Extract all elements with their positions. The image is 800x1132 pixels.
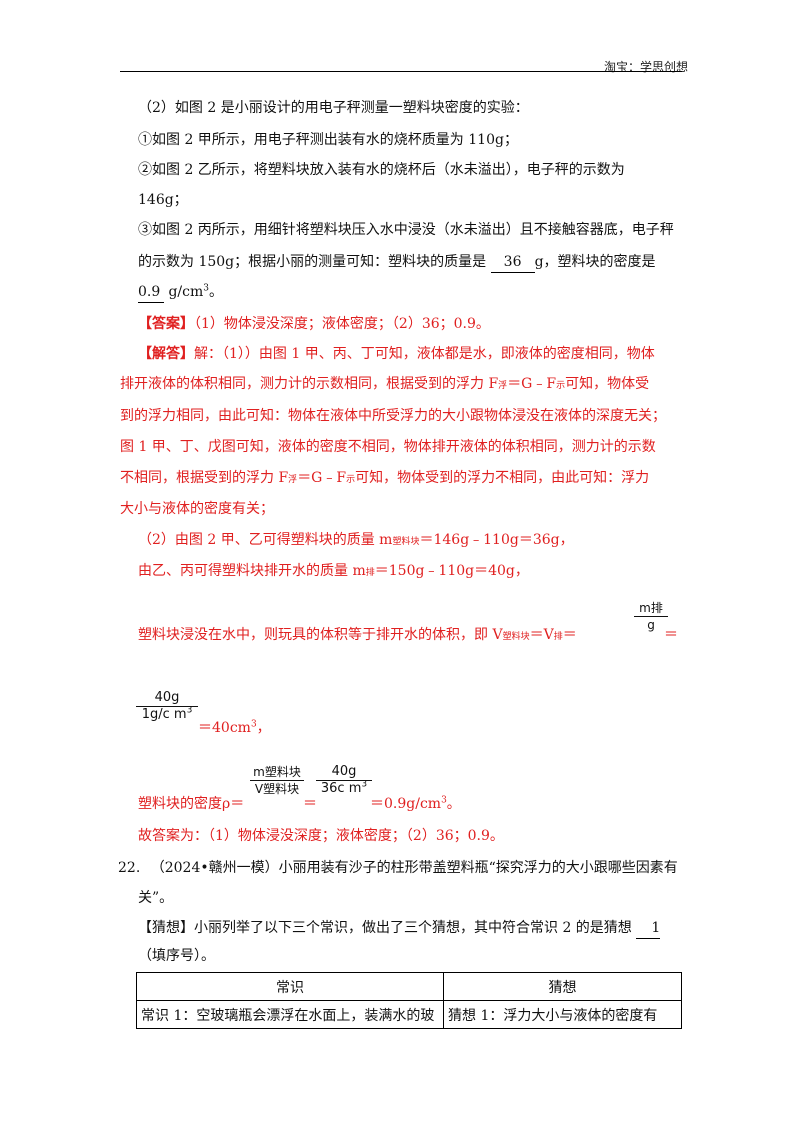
solution-line-1: 【解答】解：（1））由图 1 甲、丙、丁可知，液体都是水，即液体的密度相同，物体 [138, 344, 655, 364]
part2-intro: （2）如图 2 是小丽设计的用电子秤测量一塑料块密度的实验： [138, 100, 529, 116]
eq-sign-1: ＝ [303, 796, 317, 812]
density-exp: 3 [203, 283, 209, 294]
q22-line-1: 22. （2024•赣州一模）小丽用装有沙子的柱形带盖塑料瓶“探究浮力的大小跟哪… [118, 858, 678, 878]
sol-l9b: ＝V [529, 627, 554, 643]
fraction-m-over-v: m塑料块 V塑料块 [250, 764, 304, 797]
table-header-row: 常识 猜想 [136, 972, 682, 1001]
sol-l10-exp: 3 [250, 719, 257, 730]
table-cell: 常识 1：空玻璃瓶会漂浮在水面上，装满水的玻 [136, 1000, 444, 1029]
q22-l3a: 【猜想】小丽列举了以下三个常识，做出了三个猜想，其中符合常识 2 的是猜想 [138, 920, 632, 936]
sol-l9a: 塑料块浸没在水中，则玩具的体积等于排开水的体积，即 V [138, 627, 503, 643]
part2-step1: ①如图 2 甲所示，用电子秤测出装有水的烧杯质量为 110g； [138, 132, 518, 148]
q22-number: 22. [118, 860, 141, 876]
sol-l7b: ＝146g﹣110g＝36g， [419, 532, 574, 548]
part2-step2b: 146g； [138, 192, 188, 208]
solution-line-9: 塑料块浸没在水中，则玩具的体积等于排开水的体积，即 V塑料块＝V排＝ [138, 625, 577, 647]
solution-final: 故答案为：（1）物体浸没深度；液体密度；（2）36；0.9。 [138, 828, 504, 844]
sol-l11-exp: 3 [441, 795, 447, 806]
sol-l9c: ＝ [562, 627, 577, 643]
sol-l8a: 由乙、丙可得塑料块排开水的质量 m [138, 563, 366, 579]
sol-l11-end: 。 [446, 796, 461, 812]
frac4-num: 40g [331, 764, 357, 779]
frac3-num: m塑料块 [253, 765, 301, 779]
q22-line-3: 【猜想】小丽列举了以下三个常识，做出了三个猜想，其中符合常识 2 的是猜想 1 [138, 918, 661, 939]
frac1-num: m排 [639, 601, 663, 615]
solution-tag: 【解答】 [138, 346, 194, 362]
frac2-num: 40g [154, 690, 180, 705]
frac1-den: g [634, 616, 668, 633]
step3b-text: 的示数为 150g；根据小丽的测量可知：塑料块的质量是 [138, 254, 487, 270]
sub-slk-2: 塑料块 [502, 632, 530, 642]
fraction-40g-over-density: 40g 1g/c m3 [136, 690, 198, 723]
sub-shi: 示 [556, 381, 566, 391]
density-unit: g/cm [168, 284, 204, 300]
solution-line-8: 由乙、丙可得塑料块排开水的质量 m排＝150g﹣110g＝40g， [138, 561, 529, 583]
solution-line-5: 不相同，根据受到的浮力 F浮＝G﹣F示可知，物体受到的浮力不相同，由此可知：浮力 [120, 468, 649, 490]
sol-l5c: 可知，物体受到的浮力不相同，由此可知：浮力 [355, 470, 650, 486]
part2-step3a: ③如图 2 丙所示，用细针将塑料块压入水中浸没（水未溢出）且不接触容器底，电子秤 [138, 222, 674, 238]
frac2-den: 1g/c m3 [136, 706, 198, 723]
sub-pai: 排 [365, 568, 375, 578]
sol-l11b: ＝0.9g/cm [370, 796, 442, 812]
sol-l5b: ＝G﹣F [297, 470, 347, 486]
sol-l7a: （2）由图 2 甲、乙可得塑料块的质量 m [138, 532, 393, 548]
knowledge-table: 常识 猜想 常识 1：空玻璃瓶会漂浮在水面上，装满水的玻 猜想 1：浮力大小与液… [136, 972, 682, 1029]
table-header-cell: 猜想 [443, 972, 682, 1001]
blank-density: 0.9 [138, 282, 164, 303]
density-end: 。 [208, 284, 223, 300]
solution-line-6: 大小与液体的密度有关； [120, 501, 274, 517]
solution-line-10: ＝40cm3， [198, 718, 271, 738]
q22-blank: 1 [636, 918, 661, 939]
sol-l8b: ＝150g﹣110g＝40g， [374, 563, 529, 579]
frac2-exp: 3 [186, 705, 193, 716]
part2-density-line: 0.9 g/cm3。 [138, 282, 223, 303]
sol-l2c: 可知，物体受 [565, 376, 650, 392]
part2-step2a: ②如图 2 乙所示，将塑料块放入装有水的烧杯后（水未溢出），电子秤的示数为 [138, 162, 625, 178]
sol-l10-end: ， [256, 720, 271, 736]
sol-l5a: 不相同，根据受到的浮力 F [120, 470, 289, 486]
frac3-den: V塑料块 [250, 780, 304, 797]
table-header-cell: 常识 [136, 972, 444, 1001]
solution-line-11-result: ＝0.9g/cm3。 [370, 794, 461, 814]
frac4-den-text: 36c m [320, 781, 362, 796]
sol-l9d: ＝ [664, 627, 678, 643]
answer-line: 【答案】（1）物体浸没深度；液体密度；（2）36；0.9。 [138, 314, 490, 334]
sub-fu-2: 浮 [288, 475, 298, 485]
solution-l1: 解：（1））由图 1 甲、丙、丁可知，液体都是水，即液体的密度相同，物体 [194, 346, 655, 362]
solution-line-3: 到的浮力相同，由此可知：物体在液体中所受浮力的大小跟物体浸没在液体的深度无关； [120, 408, 666, 424]
answer-tag: 【答案】 [138, 316, 194, 332]
table-cell: 猜想 1：浮力大小与液体的密度有 [443, 1000, 682, 1029]
q22-line-2: 关”。 [138, 890, 174, 906]
solution-line-2: 排开液体的体积相同，测力计的示数相同，根据受到的浮力 F浮＝G﹣F示可知，物体受 [120, 374, 649, 396]
header-shop: 淘宝：学思创想 [603, 60, 688, 74]
sub-fu: 浮 [498, 381, 508, 391]
q22-line-4: （填序号）。 [138, 948, 215, 964]
sub-slk: 塑料块 [392, 537, 420, 547]
step3b-post: g，塑料块的密度是 [534, 254, 656, 270]
sub-pai-2: 排 [553, 632, 563, 642]
sub-shi-2: 示 [346, 475, 356, 485]
sol-l10: ＝40cm [198, 720, 251, 736]
header-rule [120, 71, 682, 72]
table-row: 常识 1：空玻璃瓶会漂浮在水面上，装满水的玻 猜想 1：浮力大小与液体的密度有 [136, 1000, 682, 1029]
fraction-m-pai-over-g: m排 g [634, 600, 668, 633]
q22-l1: （2024•赣州一模）小丽用装有沙子的柱形带盖塑料瓶“探究浮力的大小跟哪些因素有 [150, 860, 678, 876]
solution-line-7: （2）由图 2 甲、乙可得塑料块的质量 m塑料块＝146g﹣110g＝36g， [138, 530, 574, 552]
solution-line-11: 塑料块的密度ρ＝ [138, 796, 245, 812]
frac2-den-text: 1g/c m [141, 707, 187, 722]
solution-line-4: 图 1 甲、丁、戊图可知，液体的密度不相同，物体排开液体的体积相同，测力计的示数 [120, 439, 656, 455]
sol-l2b: ＝G﹣F [507, 376, 557, 392]
frac4-den: 36c m3 [316, 780, 372, 797]
answer-text: （1）物体浸没深度；液体密度；（2）36；0.9。 [194, 316, 490, 332]
sol-l2a: 排开液体的体积相同，测力计的示数相同，根据受到的浮力 F [120, 376, 499, 392]
frac4-exp: 3 [361, 779, 368, 790]
blank-mass: 36 [490, 252, 535, 273]
fraction-40g-over-36cm3: 40g 36c m3 [316, 764, 372, 797]
